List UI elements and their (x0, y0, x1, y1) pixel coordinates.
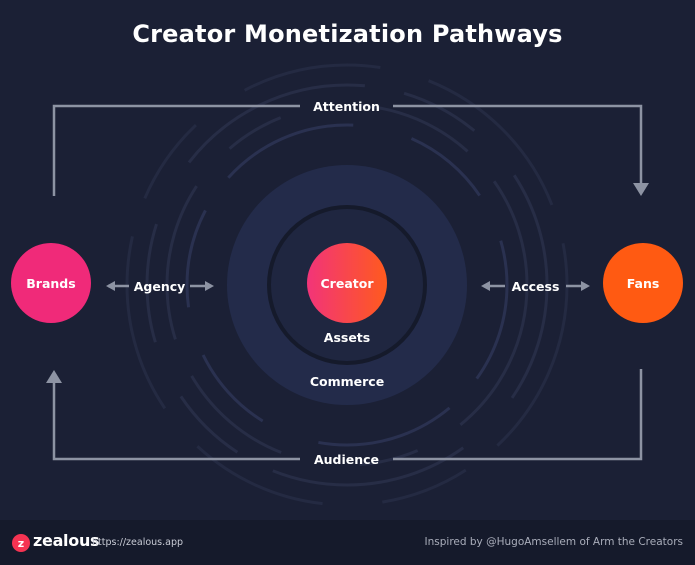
creator-node: Creator (320, 275, 374, 291)
brands-node-shape (11, 243, 91, 323)
assets-label: Assets (323, 330, 371, 345)
left-right-arrow-icon (581, 281, 590, 291)
access-label: Access (511, 279, 560, 294)
audience-connector (52, 369, 643, 461)
attention-connector (52, 104, 643, 196)
creator-node-shape (307, 243, 387, 323)
credit-text: Inspired by @HugoAmsellem of Arm the Cre… (424, 536, 683, 548)
up-arrow-icon (46, 370, 62, 383)
audience-label: Audience (313, 452, 380, 467)
zealous-logo-icon: z (12, 534, 30, 552)
fans-node: Fans (626, 275, 660, 291)
fans-node-shape (603, 243, 683, 323)
left-right-arrow-icon (205, 281, 214, 291)
left-right-arrow-icon (481, 281, 490, 291)
commerce-label: Commerce (309, 374, 385, 389)
website-link[interactable]: https://zealous.app (92, 537, 184, 548)
down-arrow-icon (633, 183, 649, 196)
footer-bar: z zealous https://zealous.app Inspired b… (0, 520, 695, 565)
agency-label: Agency (133, 279, 186, 294)
page-title: Creator Monetization Pathways (132, 20, 563, 48)
left-right-arrow-icon (106, 281, 115, 291)
attention-label: Attention (313, 99, 380, 114)
brands-node: Brands (26, 275, 76, 291)
brand-logo-text: zealous (33, 531, 100, 550)
